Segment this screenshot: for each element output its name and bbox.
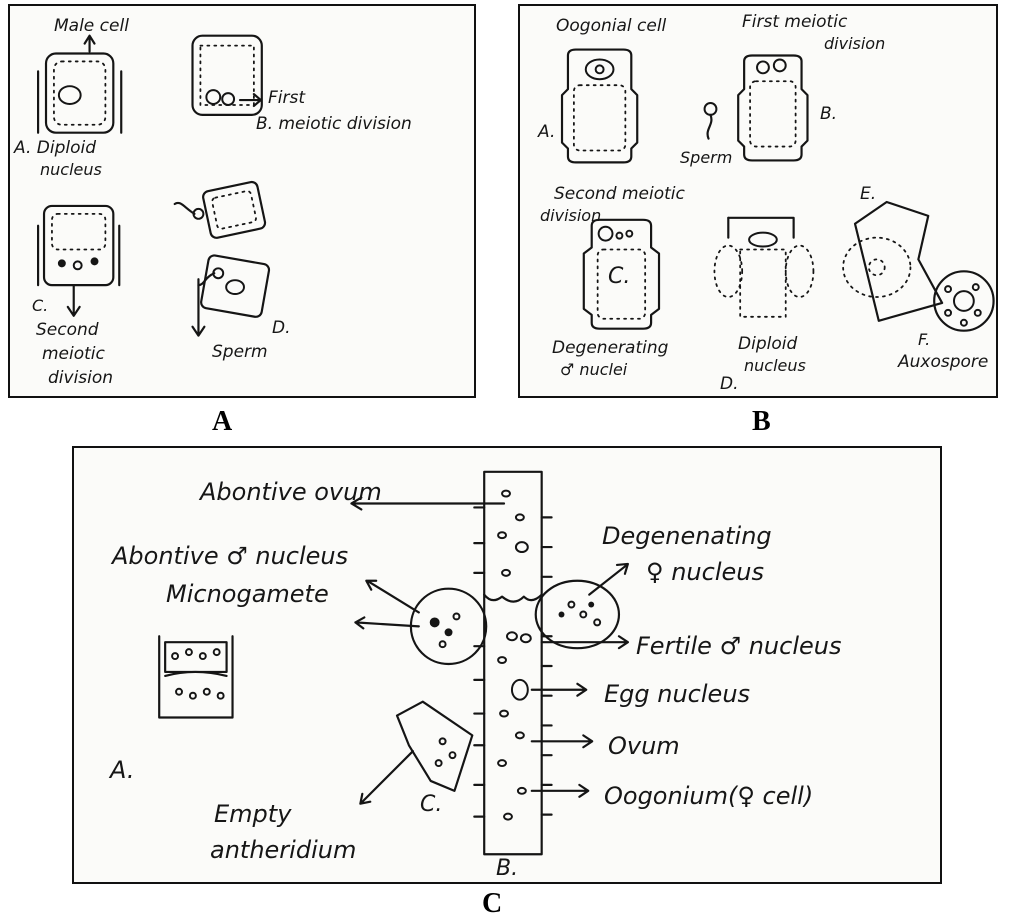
label-sperm-a: Sperm: [212, 342, 268, 362]
label-c-b: C.: [608, 264, 631, 289]
label-fertile-male-nucleus: Fertile ♂ nucleus: [636, 632, 842, 660]
sperm-b: [703, 102, 718, 140]
label-first-meiotic: First meiotic: [742, 12, 848, 32]
filament-b: [473, 470, 553, 856]
label-antheridium: antheridium: [210, 836, 357, 864]
label-ovum: Ovum: [608, 732, 680, 760]
label-division-top: division: [824, 34, 886, 53]
label-b-meiotic-division: B. meiotic division: [256, 114, 412, 134]
label-division-a: division: [48, 368, 114, 388]
cell-diploid-nucleus-d: [713, 216, 815, 318]
label-oogonial-cell: Oogonial cell: [556, 16, 667, 36]
panel-a-male-cell-diagram: Male cell A. Diploid nucleus First B. me…: [8, 4, 476, 398]
label-empty: Empty: [214, 800, 292, 828]
cell-second-meiotic-division: [37, 204, 121, 317]
cell-a-c: [158, 635, 234, 719]
label-meiotic: meiotic: [42, 344, 105, 364]
label-microgamete: Micnogamete: [166, 580, 329, 608]
label-f: F.: [918, 330, 931, 349]
panel-a-drawing: [37, 34, 271, 337]
label-degenerating-b: Degenerating: [552, 338, 669, 358]
label-oogonium: Oogonium(♀ cell): [604, 782, 814, 810]
label-abortive-male-nucleus: Abontive ♂ nucleus: [112, 542, 349, 570]
label-male-nuclei: ♂ nuclei: [560, 360, 628, 379]
microgamete-circle: [409, 587, 488, 666]
cell-first-meiotic-b: [737, 54, 809, 162]
degenerating-nucleus-circle: [534, 579, 621, 650]
caption-b: B: [752, 406, 771, 437]
label-egg-nucleus: Egg nucleus: [604, 680, 751, 708]
label-male-cell: Male cell: [54, 16, 129, 36]
label-d: D.: [272, 318, 291, 338]
male-cell-a: [37, 34, 123, 134]
cell-first-meiotic-division: [191, 34, 263, 116]
label-a-diploid: A. Diploid: [14, 138, 96, 158]
label-a-c: A.: [110, 756, 135, 784]
empty-antheridium: [395, 700, 474, 792]
label-abortive-ovum: Abontive ovum: [200, 478, 382, 506]
label-b-c: B.: [496, 856, 519, 881]
cell-sperm-release: [173, 180, 271, 337]
label-c: C.: [32, 296, 49, 315]
panel-b-oogonium-diagram: Oogonial cell First meiotic division A. …: [518, 4, 998, 398]
oogonial-cell-a: [560, 48, 639, 164]
label-nucleus-a: nucleus: [40, 160, 102, 179]
label-second-meiotic: Second meiotic: [554, 184, 685, 204]
label-d-b: D.: [720, 374, 739, 394]
label-degenerating-c: Degenenating: [602, 522, 772, 550]
label-female-nucleus: ♀ nucleus: [646, 558, 764, 586]
label-division-mid: division: [540, 206, 602, 225]
auxospore-f: [933, 270, 995, 332]
label-nucleus-b: nucleus: [744, 356, 806, 375]
label-e: E.: [860, 184, 877, 204]
panel-b-drawing: [560, 48, 995, 332]
panel-c-drawing: [158, 470, 629, 856]
annotation-arrows: [350, 496, 629, 805]
cell-second-meiotic-c: [582, 218, 661, 330]
label-c-c: C.: [420, 792, 443, 817]
label-first: First: [268, 88, 306, 108]
label-sperm-b: Sperm: [680, 148, 733, 167]
label-a-b: A.: [538, 122, 556, 142]
caption-c: C: [482, 888, 503, 919]
label-second: Second: [36, 320, 99, 340]
label-auxospore: Auxospore: [898, 352, 989, 372]
label-b-b: B.: [820, 104, 838, 124]
cell-e: [842, 200, 944, 322]
panel-c-oedogonium-diagram: Abontive ovum Abontive ♂ nucleus Micnoga…: [72, 446, 942, 884]
label-diploid: Diploid: [738, 334, 798, 354]
caption-a: A: [212, 406, 233, 437]
